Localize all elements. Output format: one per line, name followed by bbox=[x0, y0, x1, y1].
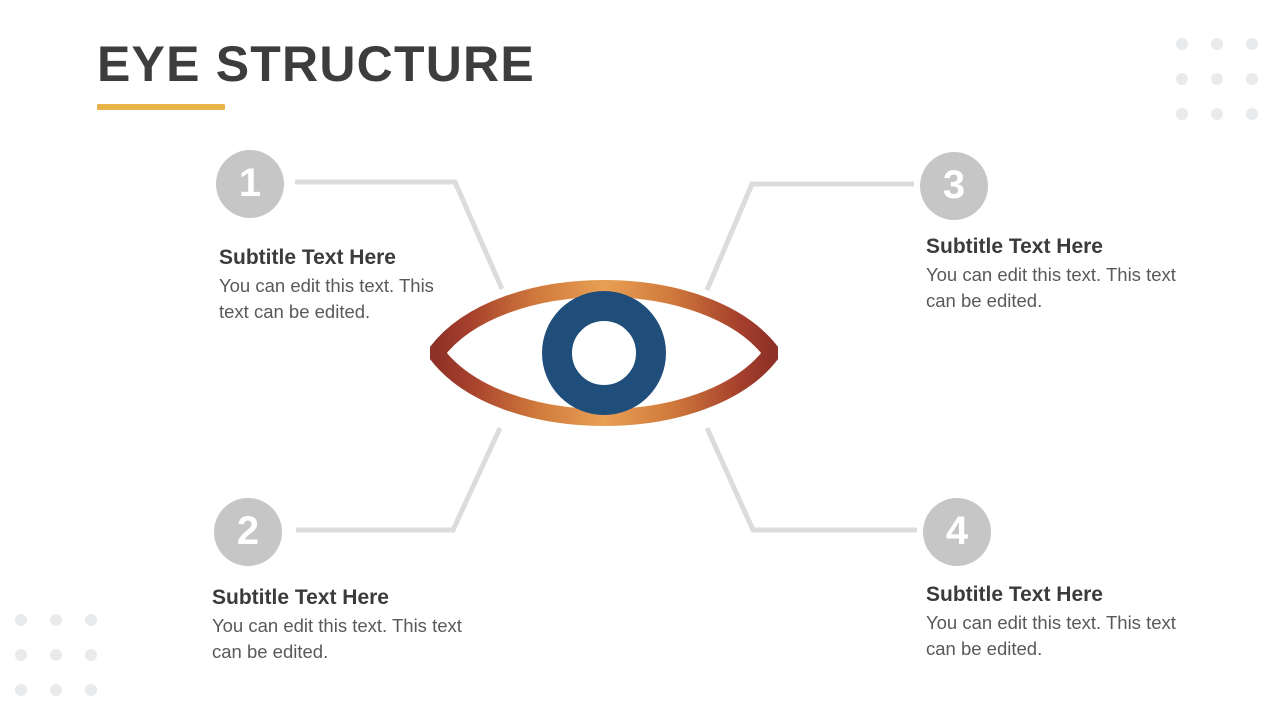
step-badge-4-number: 4 bbox=[945, 508, 969, 553]
item-1-subtitle: Subtitle Text Here bbox=[219, 246, 396, 269]
dot bbox=[50, 649, 62, 661]
dot bbox=[50, 614, 62, 626]
decorative-dot-grid-bottom-left bbox=[15, 614, 97, 696]
eye-outline-shape bbox=[430, 280, 778, 426]
step-badge-3[interactable]: 3 bbox=[920, 152, 988, 220]
title-underline-accent bbox=[97, 103, 225, 110]
dot bbox=[50, 684, 62, 696]
step-badge-1[interactable]: 1 bbox=[216, 150, 284, 218]
decorative-dot-grid-top-right bbox=[1176, 38, 1258, 120]
title-block: EYE STRUCTURE bbox=[97, 38, 535, 110]
item-2-subtitle: Subtitle Text Here bbox=[212, 586, 389, 609]
step-badge-2-number: 2 bbox=[236, 508, 260, 553]
item-1-body: You can edit this text. This text can be… bbox=[219, 275, 434, 322]
item-4-subtitle: Subtitle Text Here bbox=[926, 583, 1103, 606]
dot bbox=[1176, 108, 1188, 120]
step-badge-1-number: 1 bbox=[238, 160, 262, 205]
item-3-body: You can edit this text. This text can be… bbox=[926, 264, 1176, 311]
iris-ring bbox=[542, 291, 666, 415]
dot bbox=[1211, 108, 1223, 120]
dot bbox=[1246, 108, 1258, 120]
item-text-block-3: Subtitle Text Here You can edit this tex… bbox=[926, 234, 1182, 313]
dot bbox=[15, 649, 27, 661]
dot bbox=[1176, 73, 1188, 85]
item-2-body: You can edit this text. This text can be… bbox=[212, 615, 462, 662]
dot bbox=[1176, 38, 1188, 50]
item-3-subtitle: Subtitle Text Here bbox=[926, 235, 1103, 258]
dot bbox=[1246, 73, 1258, 85]
dot bbox=[1211, 73, 1223, 85]
step-badge-2[interactable]: 2 bbox=[214, 498, 282, 566]
page-title: EYE STRUCTURE bbox=[97, 36, 535, 92]
step-badge-3-number: 3 bbox=[942, 162, 966, 207]
step-badge-4[interactable]: 4 bbox=[923, 498, 991, 566]
item-text-block-1: Subtitle Text Here You can edit this tex… bbox=[219, 245, 451, 324]
dot bbox=[85, 614, 97, 626]
item-text-block-4: Subtitle Text Here You can edit this tex… bbox=[926, 582, 1182, 661]
item-text-block-2: Subtitle Text Here You can edit this tex… bbox=[212, 585, 464, 664]
item-4-body: You can edit this text. This text can be… bbox=[926, 612, 1176, 659]
dot bbox=[15, 684, 27, 696]
dot bbox=[1246, 38, 1258, 50]
dot bbox=[85, 684, 97, 696]
dot bbox=[15, 614, 27, 626]
dot bbox=[1211, 38, 1223, 50]
dot bbox=[85, 649, 97, 661]
eye-illustration bbox=[430, 280, 778, 426]
